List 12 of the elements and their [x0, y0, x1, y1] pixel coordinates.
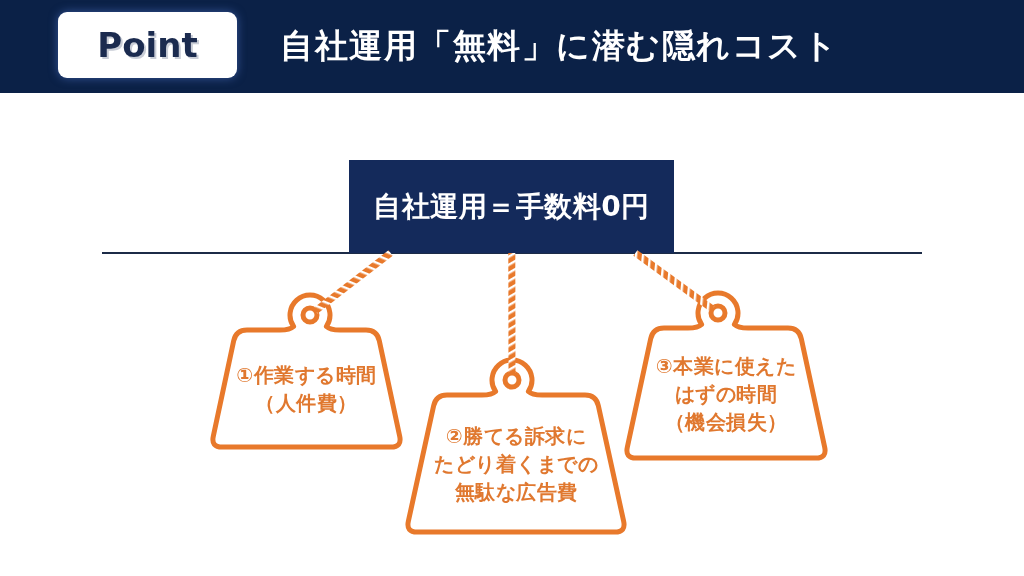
label-plate: 自社運用＝手数料0円: [349, 160, 674, 253]
cost-text: ②勝てる訴求にたどり着くまでの無駄な広告費: [434, 423, 598, 506]
rope: [633, 250, 715, 312]
weight-shape: [208, 292, 405, 450]
cost-text: ③本業に使えたはずの時間（機会損失）: [655, 352, 797, 436]
weight-shape: [622, 290, 830, 461]
rope: [508, 253, 516, 373]
cost-text: ①作業する時間（人件費）: [236, 362, 377, 417]
rope: [313, 250, 393, 314]
title: 自社運用「無料」に潜む隠れコスト: [280, 25, 838, 67]
point-badge: Point: [58, 12, 237, 78]
weight-shape: [403, 357, 629, 535]
